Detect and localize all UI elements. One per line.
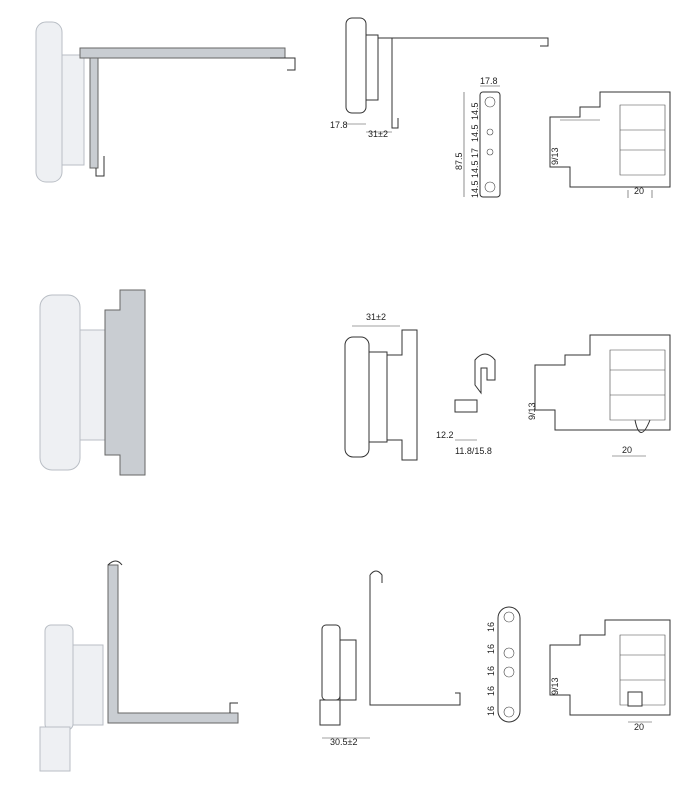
row2-clip: 12.2 11.8/15.8 — [436, 353, 496, 456]
row2-clip-depth: 11.8/15.8 — [455, 446, 492, 456]
row2-offset: 31±2 — [366, 312, 386, 322]
row2-drawing: 31±2 — [344, 312, 418, 461]
row1-profile-gap: 9/13 — [550, 147, 560, 165]
row2-clip-width: 12.2 — [436, 430, 454, 440]
row3-spacing-5: 16 — [486, 706, 496, 716]
row2-profile-section: 20 9/13 — [527, 334, 671, 457]
row2-photo — [39, 289, 146, 476]
row1-offset: 31±2 — [368, 129, 388, 139]
row1-spacing-5: 14.5 — [470, 180, 480, 198]
row3-photo — [39, 560, 239, 772]
row2-profile-gap: 9/13 — [527, 402, 537, 420]
row2-profile-depth: 20 — [622, 445, 632, 455]
row3-profile-section: 20 9/13 — [549, 619, 671, 732]
row3-fixing-plate: 16 16 16 16 16 — [486, 606, 521, 723]
row3-spacing-2: 16 — [486, 644, 496, 654]
row1-profile-depth: 20 — [634, 186, 644, 196]
row3-spacing-4: 16 — [486, 686, 496, 696]
row1-spacing-1: 14.5 — [470, 102, 480, 120]
row3-spacing-3: 16 — [486, 666, 496, 676]
row3-profile-gap: 9/13 — [550, 677, 560, 695]
row1-front-width: 17.8 — [330, 120, 348, 130]
row1-spacing-4: 14.5 — [470, 160, 480, 178]
row3-offset: 30.5±2 — [330, 737, 357, 747]
row1-photo — [35, 21, 296, 183]
row1-fixing-plate: 17.8 87.5 14.5 14.5 17 14.5 14.5 — [454, 76, 501, 198]
row1-plate-height: 87.5 — [454, 152, 464, 170]
row3-drawing: 30.5±2 — [319, 570, 461, 747]
row1-plate-width: 17.8 — [480, 76, 498, 86]
row3-spacing-1: 16 — [486, 622, 496, 632]
row1-spacing-3: 17 — [470, 148, 480, 158]
row3-profile-depth: 20 — [634, 722, 644, 732]
row1-spacing-2: 14.5 — [470, 124, 480, 142]
row1-profile-section: 20 9/13 — [549, 91, 671, 198]
row1-drawing: 17.8 31±2 — [330, 17, 549, 139]
